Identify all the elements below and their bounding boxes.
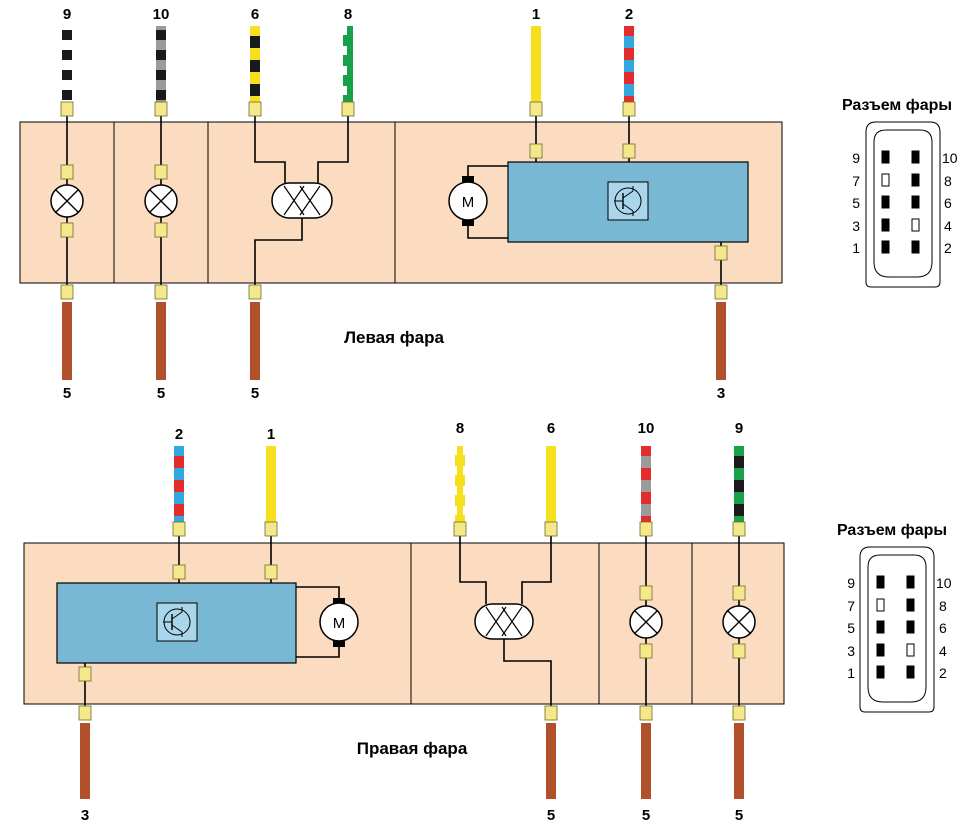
pin-label: 9 (63, 6, 71, 23)
wire-5 (62, 302, 72, 380)
connector-pin-number: 9 (847, 575, 855, 591)
pin-label: 6 (547, 420, 555, 437)
wire-3 (80, 723, 90, 799)
wire-5 (250, 302, 260, 380)
dual-lamp-icon (474, 603, 534, 640)
pin-label: 2 (175, 426, 183, 443)
connector-pin-number: 6 (939, 620, 947, 636)
wire-6 (546, 446, 556, 524)
left-headlamp: M (19, 6, 783, 402)
connector-pin-number: 2 (944, 240, 952, 256)
wire-1 (266, 446, 276, 524)
left-headlamp-title: Левая фара (344, 328, 444, 347)
connector-pin-number: 1 (852, 240, 860, 256)
transistor-icon (607, 181, 649, 221)
connector-pin-number: 5 (852, 195, 860, 211)
motor-label: M (462, 194, 475, 211)
wire-3 (716, 302, 726, 380)
connector-pin-number: 4 (939, 643, 947, 659)
pin-label: 8 (344, 6, 352, 23)
terminals (60, 101, 728, 300)
pin-label: 10 (153, 6, 170, 23)
connector-pin-number: 10 (936, 575, 952, 591)
connector-pinout-bottom: Разъем фары 9 7 5 3 1 10 8 6 4 2 (837, 522, 952, 713)
wire-2 (174, 446, 184, 524)
motor-icon: M (448, 176, 488, 226)
pin-label: 5 (157, 385, 165, 402)
wire-2 (624, 26, 634, 104)
wire-5 (641, 723, 651, 799)
connector-pin-number: 3 (847, 643, 855, 659)
pin-label: 2 (625, 6, 633, 23)
lamp-icon (50, 184, 84, 218)
connector-pin-number: 4 (944, 218, 952, 234)
connector-pin-number: 10 (942, 150, 958, 166)
right-headlamp-title: Правая фара (357, 739, 468, 758)
connector-pin-number: 9 (852, 150, 860, 166)
lamp-icon (722, 605, 756, 639)
pin-label: 5 (642, 807, 650, 824)
connector-pin-number: 7 (852, 173, 860, 189)
pin-label: 10 (638, 420, 655, 437)
dual-lamp-icon (271, 182, 333, 219)
connector-pin-number: 8 (939, 598, 947, 614)
right-headlamp: M (23, 420, 785, 824)
connector-pin-number: 5 (847, 620, 855, 636)
pin-label: 6 (251, 6, 259, 23)
wire-6 (250, 26, 260, 104)
pin-label: 5 (251, 385, 259, 402)
wire-9 (734, 446, 744, 524)
connector-pin-number: 8 (944, 173, 952, 189)
connector-outline (865, 121, 941, 288)
lamp-icon (144, 184, 178, 218)
pin-label: 8 (456, 420, 464, 437)
connector-pin-number: 3 (852, 218, 860, 234)
connector-pin-number: 7 (847, 598, 855, 614)
pin-label: 1 (267, 426, 275, 443)
motor-icon: M (319, 598, 359, 647)
wire-1 (531, 26, 541, 104)
wire-10 (641, 446, 651, 524)
lamp-icon (629, 605, 663, 639)
wire-5 (734, 723, 744, 799)
connector-title: Разъем фары (842, 97, 952, 114)
wire-9 (62, 26, 72, 104)
wire-10 (156, 26, 166, 104)
wire-8 (455, 446, 465, 524)
pin-label: 1 (532, 6, 540, 23)
wire-5 (156, 302, 166, 380)
wire-5 (546, 723, 556, 799)
pin-label: 5 (547, 807, 555, 824)
wire-8 (343, 26, 353, 104)
connector-title: Разъем фары (837, 522, 947, 539)
pin-label: 5 (63, 385, 71, 402)
transistor-icon (156, 602, 198, 642)
pin-label: 5 (735, 807, 743, 824)
connector-outline (859, 546, 935, 713)
pin-label: 9 (735, 420, 743, 437)
connector-pinout-top: Разъем фары 9 7 5 3 1 10 8 6 4 2 (842, 97, 958, 288)
pin-label: 3 (717, 385, 725, 402)
connector-pin-number: 6 (944, 195, 952, 211)
connector-pin-number: 2 (939, 665, 947, 681)
connector-pin-number: 1 (847, 665, 855, 681)
terminals (78, 521, 746, 721)
motor-label: M (333, 615, 346, 632)
pin-label: 3 (81, 807, 89, 824)
